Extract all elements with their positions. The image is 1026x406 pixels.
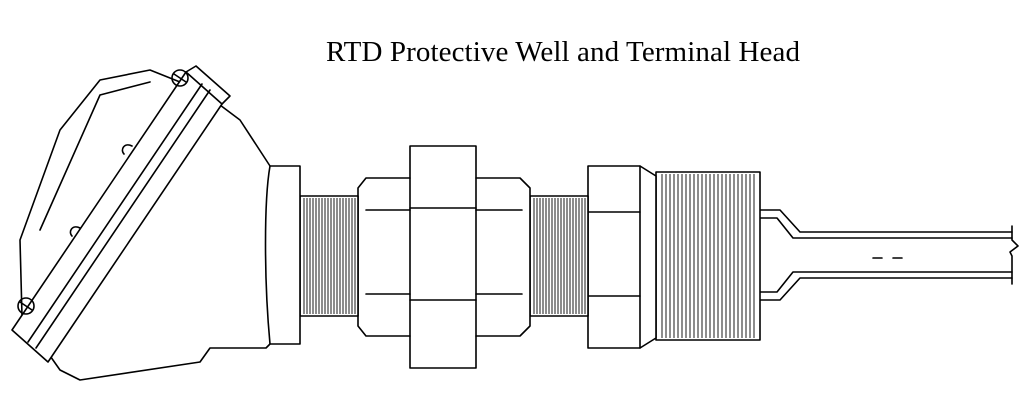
cover-hinge-lower bbox=[69, 226, 81, 237]
break-line-symbol bbox=[1009, 225, 1019, 285]
diagram-title: RTD Protective Well and Terminal Head bbox=[325, 36, 801, 68]
union-fitting bbox=[357, 145, 531, 369]
nipple-thread-left bbox=[299, 195, 359, 317]
cover-screw-bottom bbox=[17, 297, 35, 315]
nipple-thread-middle bbox=[529, 195, 589, 317]
terminal-head-cover bbox=[11, 65, 231, 363]
terminal-head-body bbox=[19, 69, 301, 381]
protective-well-sheath bbox=[759, 209, 1013, 301]
cover-hinge-upper bbox=[121, 144, 133, 155]
cover-screw-top bbox=[171, 69, 189, 87]
hex-fitting-right bbox=[587, 165, 657, 349]
pipe-thread-body bbox=[655, 171, 761, 341]
